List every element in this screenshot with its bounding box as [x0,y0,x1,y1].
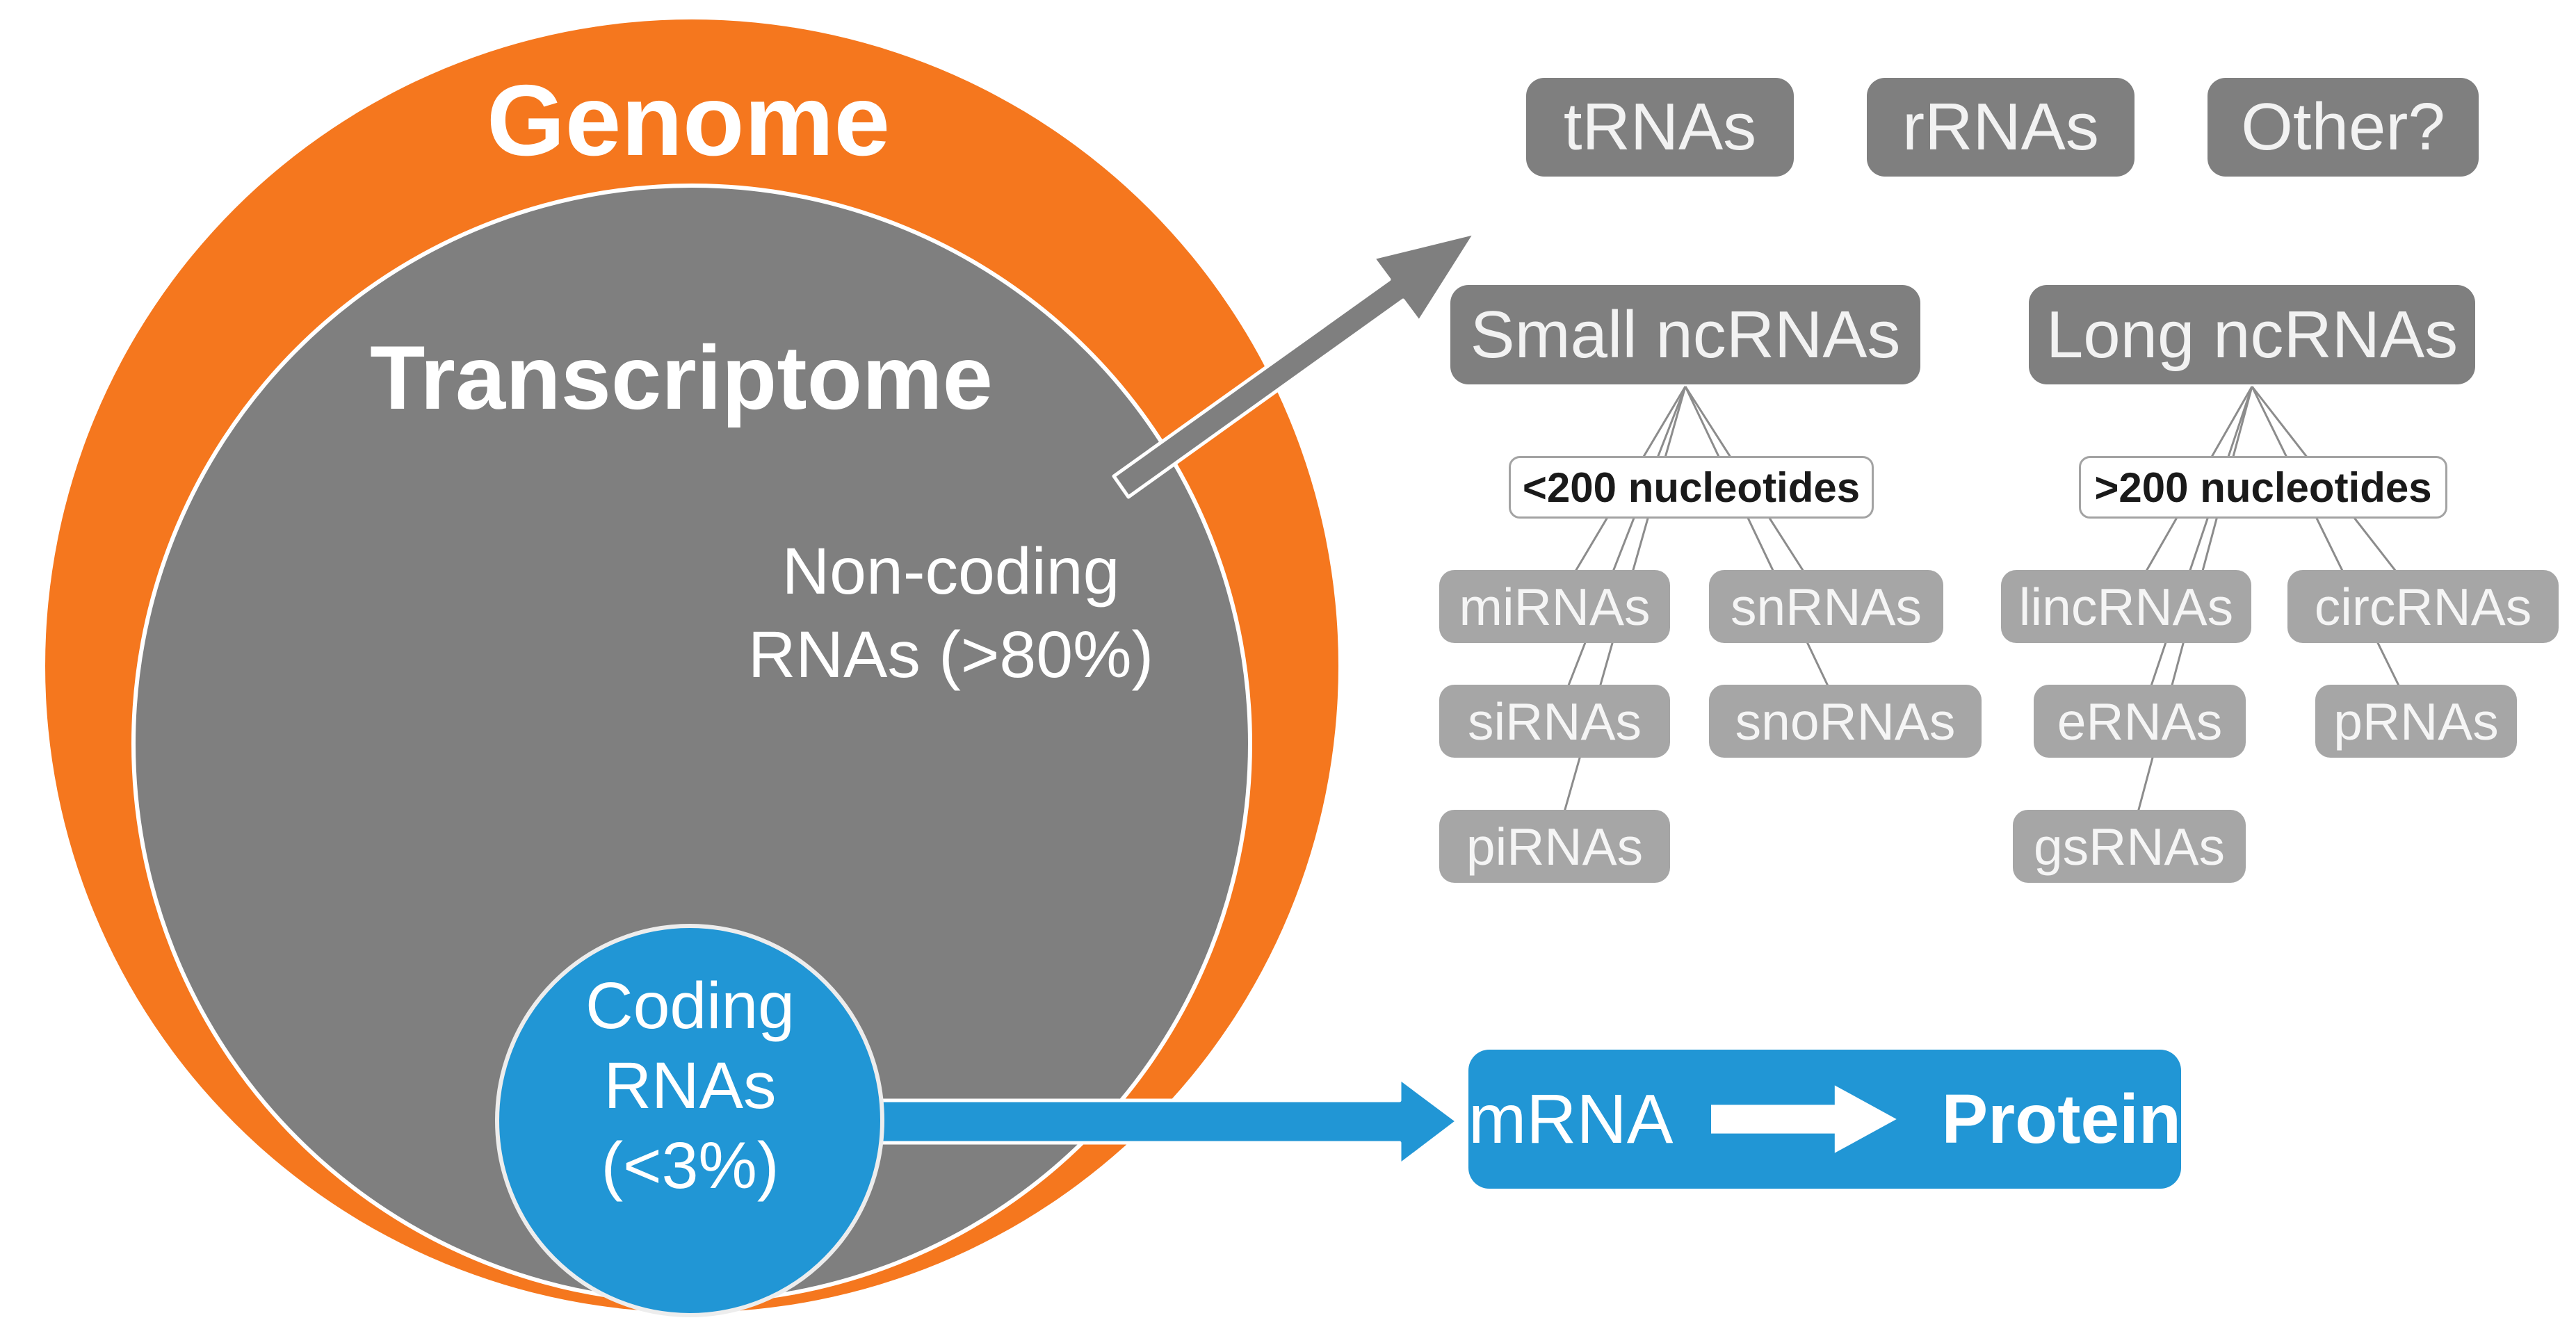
other-box: Other? [2208,78,2479,177]
lincrnas-box: lincRNAs [2001,570,2251,643]
transcriptome-label: Transcriptome [370,327,993,428]
sirnas-box: siRNAs [1439,685,1670,758]
coding-rnas-circle [495,924,884,1317]
right-arrow-icon [1711,1085,1897,1153]
gsrnas-box: gsRNAs [2013,810,2246,883]
mirnas-box: miRNAs [1439,570,1670,643]
noncoding-line-1: Non-coding [781,535,1120,608]
coding-line-2: RNAs [604,1049,777,1123]
coding-rnas-arrow-icon [853,1076,1459,1167]
long-ncrnas-size-label: >200 nucleotides [2079,456,2447,519]
protein-label: Protein [1941,1080,2181,1158]
noncoding-line-2: RNAs (>80%) [747,618,1154,692]
small-ncrnas-box: Small ncRNAs [1450,285,1920,384]
small-ncrnas-size-label: <200 nucleotides [1509,456,1874,519]
snrnas-box: snRNAs [1709,570,1943,643]
genome-label: Genome [486,64,891,177]
coding-rnas-label: Coding RNAs (<3%) [515,966,866,1206]
long-ncrnas-box: Long ncRNAs [2029,285,2475,384]
noncoding-rnas-arrow-icon [1112,231,1477,499]
prnas-box: pRNAs [2315,685,2517,758]
ernas-box: eRNAs [2034,685,2246,758]
snornas-box: snoRNAs [1709,685,1982,758]
coding-line-3: (<3%) [601,1129,779,1203]
mrna-label: mRNA [1468,1080,1674,1158]
coding-line-1: Coding [585,969,795,1043]
noncoding-rnas-label: Non-coding RNAs (>80%) [709,530,1192,697]
mrna-protein-box: mRNA Protein [1468,1050,2181,1189]
trnas-box: tRNAs [1526,78,1794,177]
rrnas-box: rRNAs [1867,78,2134,177]
circrnas-box: circRNAs [2287,570,2559,643]
pirnas-box: piRNAs [1439,810,1670,883]
